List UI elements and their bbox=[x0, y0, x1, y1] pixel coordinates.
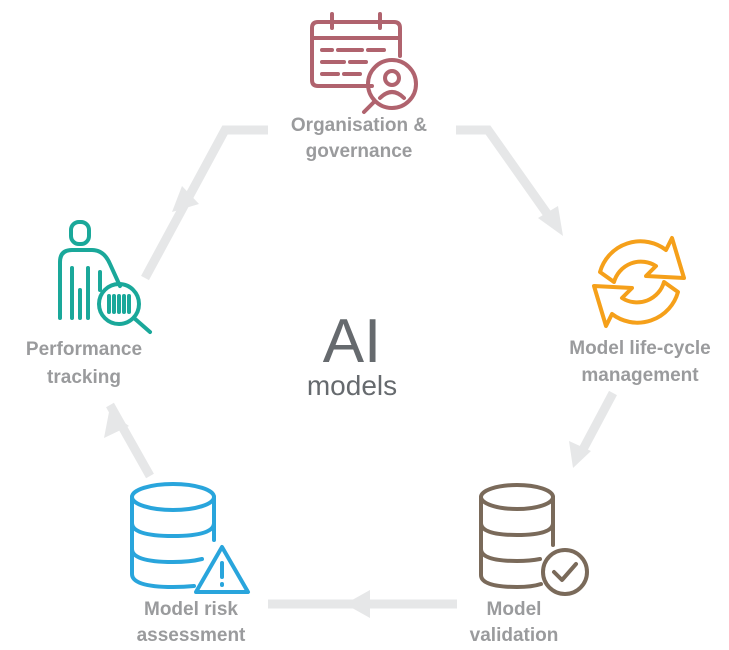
organisation-label-line1: Organisation & bbox=[291, 115, 427, 136]
validation-label-line1: Model bbox=[487, 599, 542, 620]
validation-label-line2: validation bbox=[470, 625, 559, 646]
risk-label-line2: assessment bbox=[137, 625, 246, 646]
person-barcode-search-icon bbox=[58, 220, 152, 334]
calendar-person-icon bbox=[310, 12, 418, 114]
database-warning-icon bbox=[130, 482, 250, 594]
node-lifecycle-management: Model life-cycle management bbox=[569, 236, 711, 386]
performance-label-line2: tracking bbox=[47, 367, 121, 388]
performance-label-line1: Performance bbox=[26, 339, 142, 360]
database-check-icon bbox=[479, 483, 589, 596]
arrow-lifecycle-to-validation bbox=[569, 390, 617, 468]
arrow-validation-to-risk bbox=[268, 590, 457, 618]
node-model-validation: Model validation bbox=[470, 483, 589, 646]
cycle-arrows bbox=[104, 125, 617, 618]
node-performance-tracking: Performance tracking bbox=[26, 220, 152, 388]
lifecycle-label-line2: management bbox=[581, 365, 699, 386]
center-title: AI bbox=[323, 307, 382, 376]
center-title-group: AI models bbox=[307, 307, 397, 401]
risk-label-line1: Model risk bbox=[144, 599, 238, 620]
node-organisation-governance: Organisation & governance bbox=[291, 12, 427, 162]
refresh-arrows-icon bbox=[592, 236, 686, 328]
node-model-risk-assessment: Model risk assessment bbox=[130, 482, 250, 646]
center-subtitle: models bbox=[307, 370, 397, 401]
arrow-organisation-to-lifecycle bbox=[456, 125, 563, 236]
arrow-performance-to-organisation bbox=[141, 125, 268, 281]
lifecycle-label-line1: Model life-cycle bbox=[569, 338, 711, 359]
organisation-label-line2: governance bbox=[306, 141, 413, 162]
arrow-risk-to-performance bbox=[104, 402, 154, 479]
